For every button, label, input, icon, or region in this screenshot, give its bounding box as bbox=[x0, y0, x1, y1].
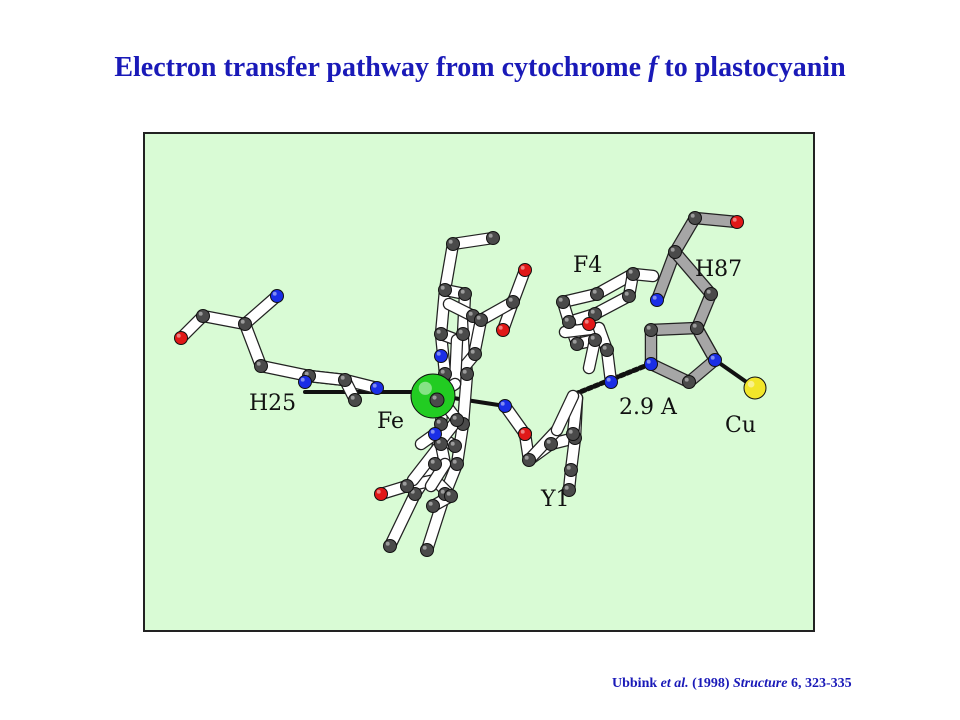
nitrogen-atom bbox=[428, 427, 442, 441]
nitrogen-atom bbox=[434, 349, 448, 363]
bond bbox=[238, 289, 284, 331]
carbon-atom bbox=[196, 309, 210, 323]
bond bbox=[434, 283, 452, 341]
carbon-atom bbox=[448, 439, 462, 453]
carbon-atom bbox=[254, 359, 268, 373]
carbon-atom bbox=[556, 295, 570, 309]
bond-layer bbox=[174, 211, 757, 557]
oxygen-atom bbox=[174, 331, 188, 345]
carbon-atom bbox=[458, 287, 472, 301]
carbon-atom bbox=[450, 413, 464, 427]
carbon-atom bbox=[434, 327, 448, 341]
carbon-atom bbox=[429, 392, 445, 408]
carbon-atom bbox=[438, 283, 452, 297]
carbon-atom bbox=[644, 323, 658, 337]
carbon-atom bbox=[588, 333, 602, 347]
nitrogen-atom bbox=[650, 293, 664, 307]
carbon-atom bbox=[600, 343, 614, 357]
carbon-atom bbox=[338, 373, 352, 387]
label-distance: 2.9 A bbox=[619, 395, 678, 420]
nitrogen-atom bbox=[270, 289, 284, 303]
label-cu: Cu bbox=[725, 413, 756, 438]
carbon-atom bbox=[562, 315, 576, 329]
carbon-atom bbox=[590, 287, 604, 301]
citation: Ubbink et al. (1998) Structure 6, 323-33… bbox=[612, 676, 852, 692]
carbon-atom bbox=[238, 317, 252, 331]
label-f4: F4 bbox=[573, 253, 602, 278]
carbon-atom bbox=[474, 313, 488, 327]
label-fe: Fe bbox=[377, 409, 404, 434]
oxygen-atom bbox=[496, 323, 510, 337]
bond bbox=[383, 487, 422, 553]
carbon-atom bbox=[456, 327, 470, 341]
carbon-atom bbox=[468, 347, 482, 361]
carbon-atom bbox=[682, 375, 696, 389]
oxygen-atom bbox=[518, 427, 532, 441]
title-text-italic: f bbox=[648, 52, 658, 83]
carbon-atom bbox=[626, 267, 640, 281]
bond bbox=[644, 321, 704, 337]
bond bbox=[196, 309, 252, 331]
carbon-atom bbox=[704, 287, 718, 301]
oxygen-atom bbox=[518, 263, 532, 277]
atom-layer bbox=[174, 211, 767, 557]
molecule-panel: H25 Fe Y1 F4 H87 2.9 A Cu bbox=[143, 132, 815, 632]
carbon-atom bbox=[566, 427, 580, 441]
carbon-atom bbox=[446, 237, 460, 251]
label-h25: H25 bbox=[249, 391, 296, 416]
bond bbox=[254, 359, 316, 383]
slide-title: Electron transfer pathway from cytochrom… bbox=[0, 52, 960, 84]
carbon-atom bbox=[688, 211, 702, 225]
bond bbox=[644, 357, 696, 389]
carbon-atom bbox=[444, 489, 458, 503]
label-y1: Y1 bbox=[540, 487, 570, 512]
carbon-atom bbox=[460, 367, 474, 381]
carbon-atom bbox=[450, 457, 464, 471]
nitrogen-atom bbox=[498, 399, 512, 413]
nitrogen-atom bbox=[644, 357, 658, 371]
bond bbox=[688, 211, 744, 229]
carbon-atom bbox=[428, 457, 442, 471]
carbon-atom bbox=[668, 245, 682, 259]
nitrogen-atom bbox=[708, 353, 722, 367]
nitrogen-atom bbox=[604, 375, 618, 389]
carbon-atom bbox=[564, 463, 578, 477]
carbon-atom bbox=[570, 337, 584, 351]
carbon-atom bbox=[420, 543, 434, 557]
bond bbox=[438, 237, 460, 297]
bond bbox=[238, 317, 268, 373]
bond bbox=[424, 457, 452, 493]
carbon-atom bbox=[486, 231, 500, 245]
label-h87: H87 bbox=[695, 257, 742, 282]
bond bbox=[550, 389, 580, 437]
oxygen-atom bbox=[582, 317, 596, 331]
bond bbox=[650, 245, 682, 307]
citation-ref: 6, 323-335 bbox=[787, 676, 852, 691]
carbon-atom bbox=[400, 479, 414, 493]
oxygen-atom bbox=[730, 215, 744, 229]
oxygen-atom bbox=[374, 487, 388, 501]
bond bbox=[448, 333, 464, 391]
carbon-atom bbox=[383, 539, 397, 553]
copper-atom bbox=[743, 376, 767, 400]
carbon-atom bbox=[522, 453, 536, 467]
bond bbox=[456, 367, 474, 431]
carbon-atom bbox=[506, 295, 520, 309]
citation-authors: Ubbink bbox=[612, 676, 661, 691]
carbon-atom bbox=[348, 393, 362, 407]
carbon-atom bbox=[690, 321, 704, 335]
carbon-atom bbox=[622, 289, 636, 303]
title-text-before: Electron transfer pathway from cytochrom… bbox=[114, 52, 649, 83]
carbon-atom bbox=[544, 437, 558, 451]
nitrogen-atom bbox=[298, 375, 312, 389]
title-text-after: to plastocyanin bbox=[657, 52, 846, 83]
nitrogen-atom bbox=[370, 381, 384, 395]
carbon-atom bbox=[426, 499, 440, 513]
bond bbox=[668, 245, 718, 301]
molecule-diagram: H25 Fe Y1 F4 H87 2.9 A Cu bbox=[174, 211, 767, 557]
citation-journal: Structure bbox=[732, 676, 788, 691]
citation-year: (1998) bbox=[688, 676, 733, 691]
carbon-atom bbox=[562, 483, 576, 497]
citation-etal: et al. bbox=[660, 676, 689, 691]
